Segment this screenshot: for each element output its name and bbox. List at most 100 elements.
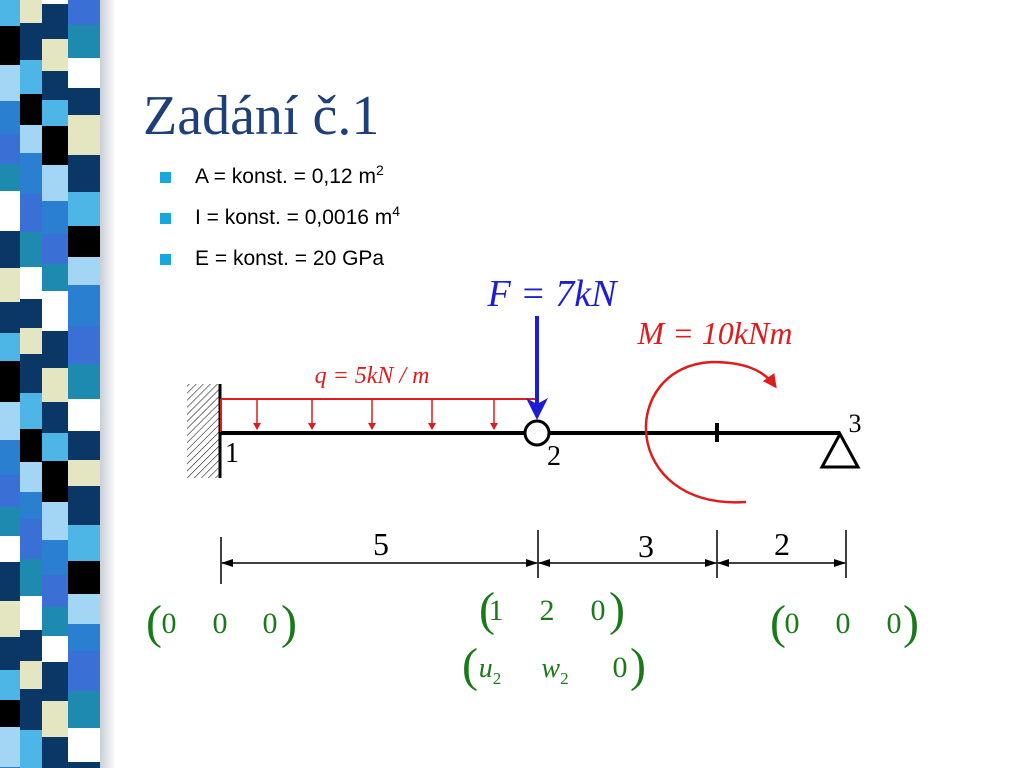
stripe-block	[42, 368, 68, 402]
dof-node2-var-w-base: w	[541, 653, 560, 684]
load-arrows	[253, 400, 498, 430]
stripe-block	[68, 364, 100, 399]
square-bullet-icon	[160, 254, 171, 265]
stripe-block	[0, 402, 20, 440]
dof-node3-b: 0	[836, 607, 851, 640]
property-list: A = konst. = 0,12 m2 I = konst. = 0,0016…	[160, 163, 401, 287]
property-inertia-exponent: 4	[392, 203, 401, 219]
stripe-block	[20, 559, 42, 596]
stripe-block	[42, 264, 68, 291]
square-bullet-icon	[160, 172, 171, 183]
stripe-block	[42, 402, 68, 433]
stripe-block	[20, 23, 42, 60]
node-label-1: 1	[225, 438, 239, 469]
stripe-block	[20, 94, 42, 125]
dof-codes: ( 0 0 0 ) ( 1 2 0 ) ( u2 w2 0 ) ( 0 0 0 …	[146, 583, 919, 692]
stripe-block	[20, 60, 42, 94]
stripe-block	[20, 0, 42, 23]
paren-open-node2-vars: (	[462, 639, 478, 692]
distributed-load-label: q = 5kN / m	[315, 363, 430, 389]
curved-arrow-icon	[644, 360, 777, 504]
stripe-block	[68, 728, 100, 762]
stripe-block	[42, 636, 68, 662]
dof-node3-a: 0	[785, 607, 800, 640]
stripe-block	[42, 662, 68, 701]
stripe-block	[42, 100, 68, 126]
stripe-block	[0, 440, 20, 475]
stripe-block	[68, 651, 100, 691]
stripe-block	[0, 333, 20, 361]
stripe-block	[42, 701, 68, 737]
stripe-block	[0, 601, 20, 637]
paren-close-node3: )	[903, 596, 919, 649]
stripe-block	[68, 155, 100, 192]
property-modulus-text: E = konst. = 20 GPa	[195, 247, 385, 270]
dof-node1-a: 0	[162, 607, 177, 640]
dof-node3-c: 0	[887, 607, 902, 640]
decorative-stripe	[0, 0, 100, 768]
stripe-block	[20, 393, 42, 429]
stripe-block	[20, 462, 42, 492]
stripe-block	[42, 461, 68, 502]
stripe-block	[42, 575, 68, 607]
stripe-block	[42, 234, 68, 264]
property-area-text: A = konst. = 0,12 m	[195, 165, 376, 188]
stripe-block	[20, 232, 42, 267]
stripe-block	[68, 691, 100, 728]
stripe-block	[20, 267, 42, 299]
stripe-block	[42, 71, 68, 100]
paren-open-node1: (	[146, 596, 162, 649]
stripe-shadow	[100, 0, 116, 768]
stripe-block	[0, 65, 20, 101]
stripe-block	[68, 762, 100, 768]
stripe-block	[20, 429, 42, 462]
span-label-1: 5	[373, 526, 389, 562]
stripe-block	[42, 39, 68, 71]
stripe-block	[68, 58, 100, 88]
dof-node2-var-u-base: u	[479, 653, 493, 684]
stripe-block	[68, 460, 100, 486]
stripe-block	[68, 594, 100, 624]
stripe-block	[68, 25, 100, 58]
span-label-2: 3	[638, 528, 654, 564]
stripe-block	[20, 328, 42, 354]
stripe-block	[0, 507, 20, 536]
stripe-block	[0, 191, 20, 231]
force-arrow-head	[526, 398, 548, 420]
stripe-block	[0, 361, 20, 402]
stripe-block	[20, 492, 42, 519]
stripe-block	[42, 737, 68, 768]
fixed-support-hatch-icon	[187, 384, 219, 478]
stripe-block	[68, 399, 100, 431]
dof-node2-code-c: 0	[591, 594, 606, 627]
stripe-block	[42, 291, 68, 331]
stripe-block	[0, 562, 20, 601]
dof-node2-code-b: 2	[540, 594, 555, 627]
property-area: A = konst. = 0,12 m2	[160, 163, 400, 205]
stripe-block	[68, 525, 100, 561]
dimension-lines	[220, 530, 847, 584]
stripe-block	[68, 257, 100, 285]
stripe-block	[68, 561, 100, 594]
stripe-block	[68, 326, 100, 364]
stripe-block	[20, 730, 42, 768]
stripe-block	[0, 700, 20, 727]
stripe-block	[42, 165, 68, 201]
stripe-block	[0, 475, 20, 507]
stripe-block	[0, 134, 20, 164]
stripe-block	[68, 431, 100, 460]
property-modulus: E = konst. = 20 GPa	[160, 246, 400, 287]
stripe-block	[42, 540, 68, 575]
paren-open-node2: (	[479, 583, 495, 636]
stripe-block	[20, 194, 42, 232]
stripe-block	[20, 596, 42, 630]
dof-node2-var-w: w2	[541, 653, 568, 688]
paren-close-node2: )	[609, 583, 625, 636]
stripe-block	[68, 88, 100, 115]
stripe-block	[68, 0, 100, 25]
stripe-block	[42, 201, 68, 234]
force-label: F = 7kN	[486, 273, 619, 315]
property-inertia-text: I = konst. = 0,0016 m	[195, 206, 393, 229]
triangle-support-icon	[819, 430, 861, 469]
